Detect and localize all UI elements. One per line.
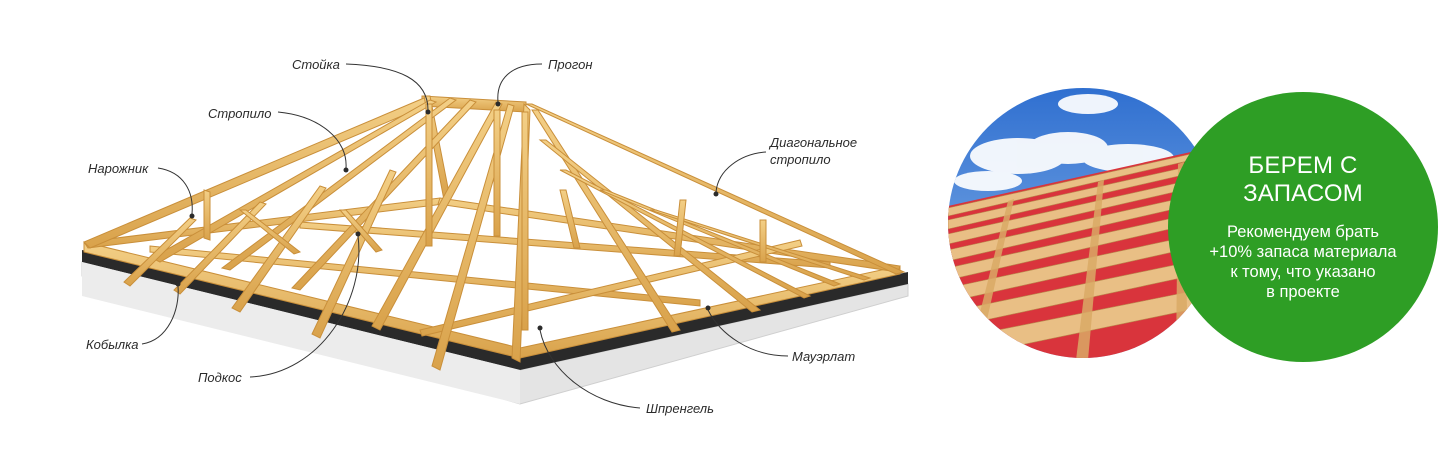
callout-progon (497, 63, 543, 103)
callout-kobylka (141, 285, 179, 345)
label-diagonal-line1: Диагональное (770, 135, 858, 150)
promo-title: БЕРЕМ С ЗАПАСОМ (1243, 152, 1363, 207)
callout-lines (141, 63, 789, 409)
label-stropilo: Стропило (208, 106, 272, 121)
label-shprengel: Шпренгель (646, 401, 714, 416)
label-narozhnik: Нарожник (88, 161, 149, 176)
callout-narozhnik (157, 167, 193, 215)
label-progon: Прогон (548, 57, 593, 72)
rafters (83, 95, 906, 371)
roof-truss-diagram (81, 63, 909, 409)
callout-podkos (249, 235, 360, 378)
promo-line: к тому, что указано (1230, 263, 1376, 281)
label-diagonal-rafter: Диагональное стропило (770, 134, 880, 168)
promo-line: в проекте (1266, 283, 1340, 301)
callout-diagonal (715, 151, 767, 193)
callout-stropilo (277, 111, 347, 169)
callout-dots (175, 101, 719, 331)
promo-line: Рекомендуем брать (1226, 223, 1380, 241)
promo-badge: БЕРЕМ С ЗАПАСОМ Рекомендуем брать +10% з… (1168, 92, 1438, 362)
callout-mauerlat (707, 309, 789, 357)
label-stoika: Стойка (292, 57, 340, 72)
posts-and-struts (203, 103, 767, 331)
label-mauerlat: Мауэрлат (792, 349, 856, 364)
callout-stoika (345, 63, 429, 111)
label-podkos: Подкос (198, 370, 242, 385)
label-kobylka: Кобылка (86, 337, 139, 352)
promo-text: Рекомендуем брать +10% запаса материала … (1209, 222, 1396, 302)
foundation-slab (81, 250, 909, 405)
label-diagonal-line2: стропило (770, 152, 831, 167)
promo-line: +10% запаса материала (1209, 243, 1397, 261)
callout-shprengel (539, 329, 641, 409)
